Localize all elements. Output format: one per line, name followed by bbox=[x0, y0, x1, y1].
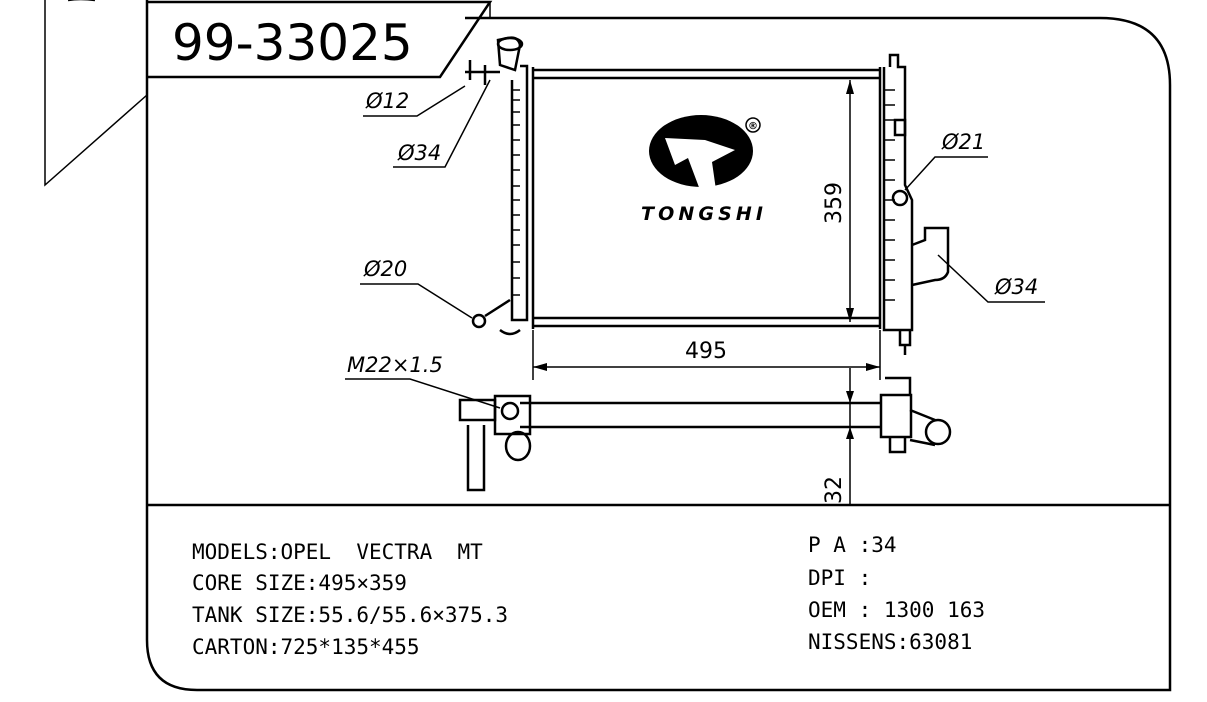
callout-phi12: Ø12 bbox=[365, 89, 409, 113]
spec-oem: OEM : 1300 163 bbox=[808, 598, 985, 622]
spec-models: MODELS:OPEL VECTRA MT bbox=[192, 540, 483, 564]
side-view bbox=[458, 376, 952, 492]
spec-core-size: CORE SIZE:495×359 bbox=[192, 571, 407, 595]
callout-leaders bbox=[345, 79, 1045, 409]
specs-right: P A :34 DPI : OEM : 1300 163 NISSENS:630… bbox=[808, 533, 985, 654]
left-tank bbox=[465, 36, 529, 336]
drawing-frame bbox=[145, 0, 1172, 692]
right-tank bbox=[882, 53, 950, 355]
specs-left: MODELS:OPEL VECTRA MT CORE SIZE:495×359 … bbox=[192, 540, 508, 659]
spec-carton: CARTON:725*135*455 bbox=[192, 635, 420, 659]
spec-nissens: NISSENS:63081 bbox=[808, 630, 972, 654]
callout-phi34-right: Ø34 bbox=[994, 275, 1038, 299]
title-box bbox=[147, 0, 493, 79]
width-dimension: 495 bbox=[685, 339, 727, 364]
spec-tank-size: TANK SIZE:55.6/55.6×375.3 bbox=[192, 603, 508, 627]
radiator-core bbox=[531, 67, 882, 329]
callout-phi34-left: Ø34 bbox=[397, 141, 441, 165]
spec-pa: P A :34 bbox=[808, 533, 897, 557]
tongshi-logo: ® TONGSHI bbox=[641, 115, 763, 225]
side-tab bbox=[44, 0, 148, 187]
callout-phi21: Ø21 bbox=[941, 130, 985, 154]
dimension-lines bbox=[532, 80, 881, 505]
brand-name: TONGSHI bbox=[641, 203, 763, 225]
callout-thread: M22×1.5 bbox=[347, 353, 443, 377]
part-number: 99-33025 bbox=[172, 14, 413, 72]
height-dimension: 359 bbox=[822, 182, 847, 224]
thickness-dimension: 32 bbox=[822, 476, 847, 504]
spec-dpi: DPI : bbox=[808, 566, 871, 590]
registered-mark: ® bbox=[748, 121, 758, 132]
callout-phi20: Ø20 bbox=[363, 257, 407, 281]
